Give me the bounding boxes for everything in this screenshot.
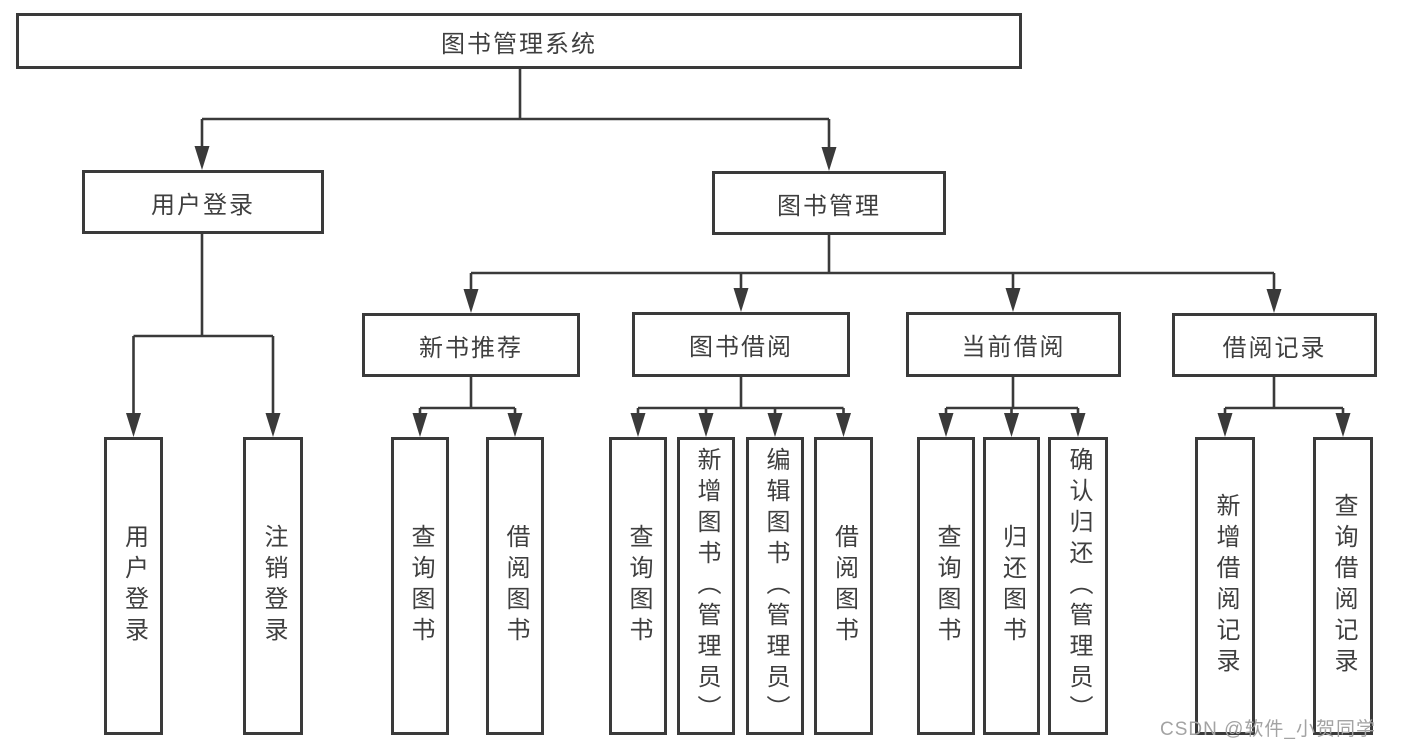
- node-query-books-borrowing: 查询图书: [609, 437, 667, 735]
- connector-new-book-children: [412, 377, 523, 437]
- node-add-books-admin: 新增图书（管理员）: [677, 437, 735, 735]
- connector-current-borrowing-children: [938, 377, 1086, 437]
- connector-borrow-records-children: [1217, 377, 1351, 437]
- node-book-management: 图书管理: [712, 171, 946, 235]
- watermark-text: CSDN @软件_小贺同学: [1160, 719, 1376, 740]
- node-borrow-books-recommend: 借阅图书: [486, 437, 544, 735]
- node-return-books: 归还图书: [983, 437, 1040, 735]
- connector-user-login-children: [126, 234, 281, 437]
- node-logout-action: 注销登录: [243, 437, 303, 735]
- node-query-borrow-record: 查询借阅记录: [1313, 437, 1373, 735]
- node-confirm-return-admin: 确认归还（管理员）: [1048, 437, 1108, 735]
- node-edit-books-admin: 编辑图书（管理员）: [746, 437, 804, 735]
- connector-book-borrowing-children: [630, 377, 851, 437]
- node-book-borrowing: 图书借阅: [632, 312, 850, 377]
- node-query-books-current: 查询图书: [917, 437, 975, 735]
- connector-root-to-level2: [194, 69, 837, 171]
- node-borrow-records: 借阅记录: [1172, 313, 1377, 377]
- node-add-borrow-record: 新增借阅记录: [1195, 437, 1255, 735]
- node-borrow-books-borrowing: 借阅图书: [814, 437, 873, 735]
- node-new-book-recommend: 新书推荐: [362, 313, 580, 377]
- node-query-books-recommend: 查询图书: [391, 437, 449, 735]
- node-user-login: 用户登录: [82, 170, 324, 234]
- node-current-borrowing: 当前借阅: [906, 312, 1121, 377]
- node-library-management-system: 图书管理系统: [16, 13, 1022, 69]
- node-user-login-action: 用户登录: [104, 437, 163, 735]
- connector-book-management-sections: [463, 235, 1282, 313]
